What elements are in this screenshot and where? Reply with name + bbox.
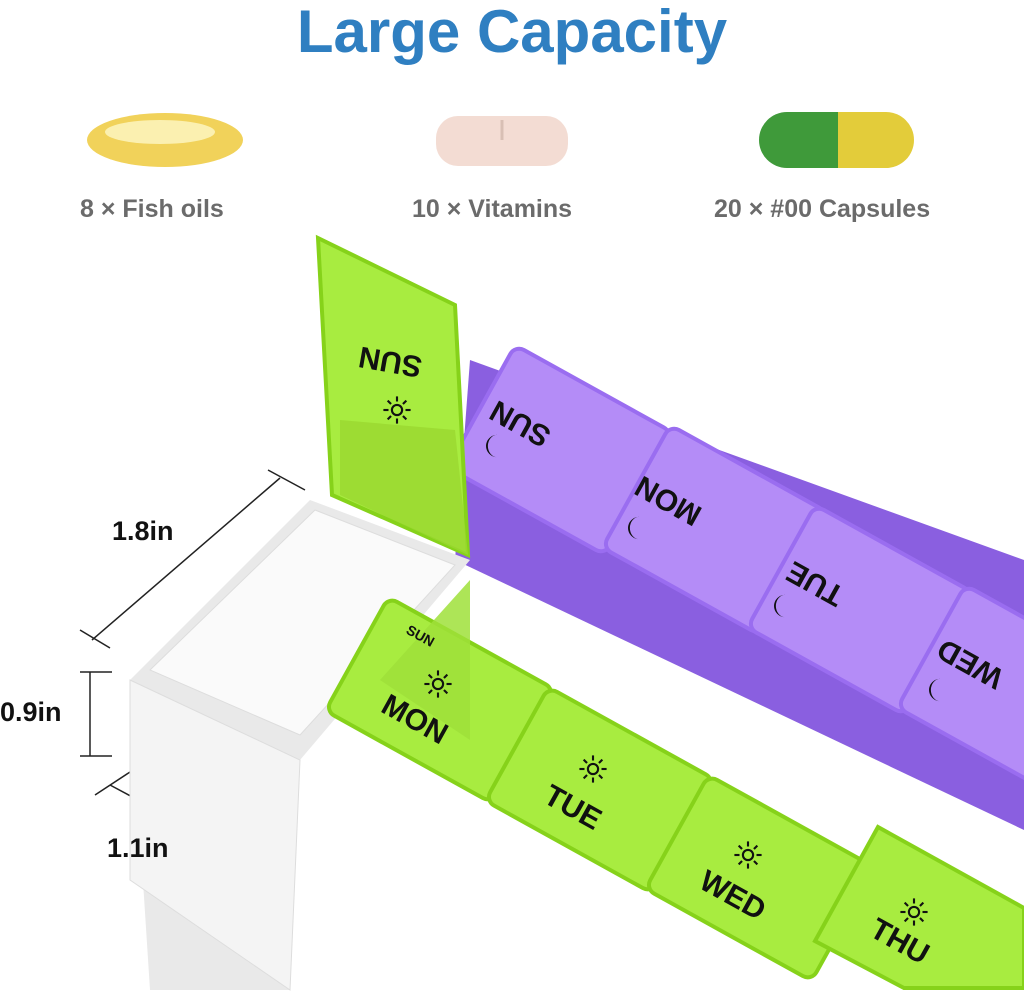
dimension-height: 0.9in [0,697,62,727]
day-row: SUN MON TUE WED THU [326,580,1024,990]
open-lid-sun: SUN [315,234,471,559]
dimension-length: 1.8in [112,516,174,546]
page-title: Large Capacity [296,0,728,65]
night-row: SUN MON TUE WED [448,346,1024,830]
fish-oil-softgel-icon [87,113,243,167]
dimension-width: 1.1in [107,833,169,863]
capacity-capsules: 20 × #00 Capsules [714,195,931,223]
capsule-icon [759,112,914,168]
vitamin-tablet-icon [436,116,568,166]
capacity-vitamins: 10 × Vitamins [412,195,573,223]
capacity-fish-oils: 8 × Fish oils [80,195,224,223]
